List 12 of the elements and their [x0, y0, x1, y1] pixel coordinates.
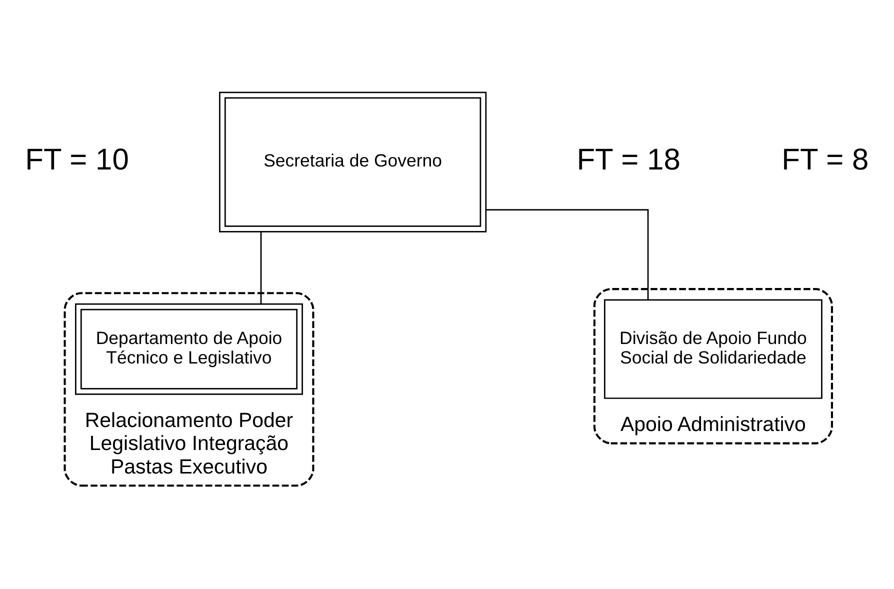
connector	[486, 209, 649, 300]
label: FT = 18	[576, 144, 680, 177]
node-box: Departamento de Apoio Técnico e Legislativo	[75, 303, 303, 395]
node-label: Apoio Administrativo	[620, 413, 806, 436]
cluster	[64, 292, 314, 487]
node-label: Relacionamento Poder Legislativo Integração Pastas Executivo	[84, 408, 294, 478]
node-box: Divisão de Apoio Fundo Social de Solidariedade	[604, 299, 822, 399]
node-box: Secretaria de Governo	[219, 92, 487, 232]
cluster	[593, 288, 833, 444]
connector	[260, 232, 262, 304]
label: FT = 10	[25, 144, 129, 177]
label: FT = 8	[782, 144, 869, 177]
